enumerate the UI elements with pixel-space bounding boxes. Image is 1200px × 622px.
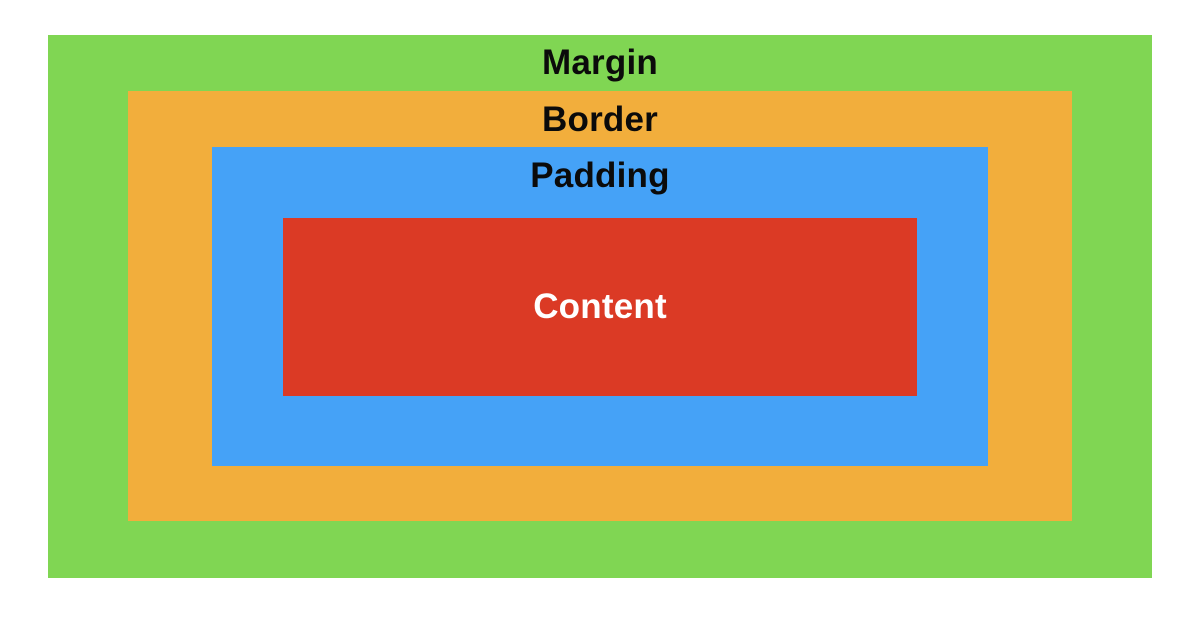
padding-label: Padding	[530, 156, 670, 195]
content-layer: Content	[283, 218, 917, 396]
content-label: Content	[533, 287, 667, 326]
margin-label: Margin	[542, 43, 658, 82]
border-label: Border	[542, 100, 658, 139]
